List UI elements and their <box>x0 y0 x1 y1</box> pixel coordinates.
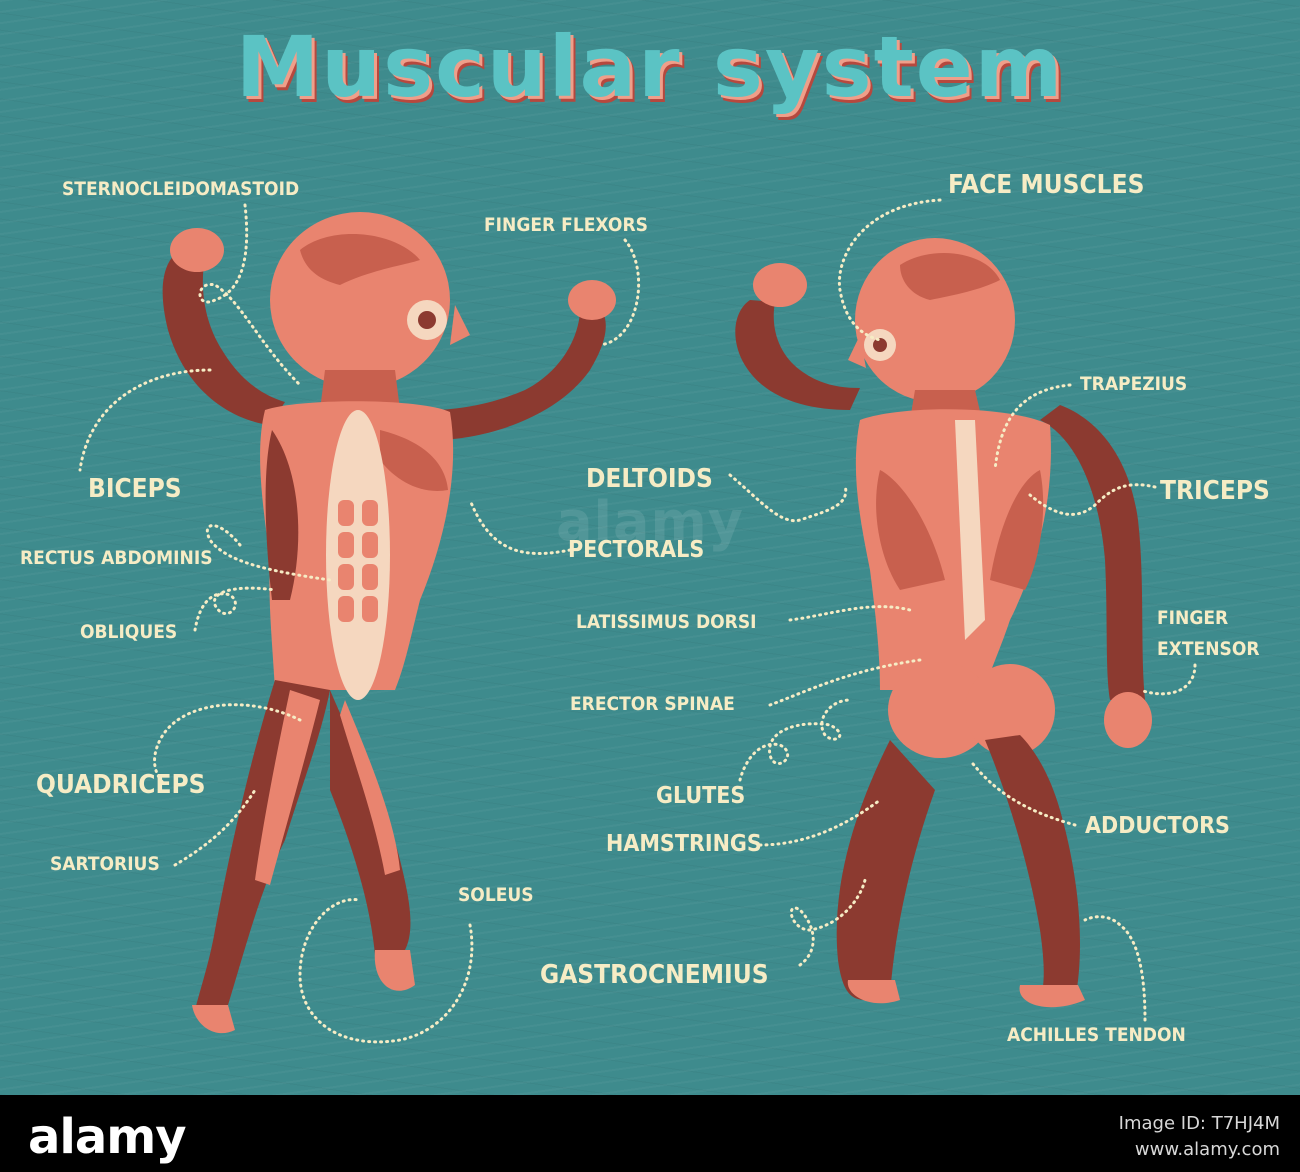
label-sternocleidomastoid: STERNOCLEIDOMASTOID <box>62 178 300 200</box>
alamy-logo[interactable]: alamy <box>28 1109 187 1165</box>
site-url[interactable]: www.alamy.com <box>1134 1139 1280 1160</box>
label-deltoids: DELTOIDS <box>586 464 713 494</box>
label-quadriceps: QUADRICEPS <box>36 770 206 800</box>
label-hamstrings: HAMSTRINGS <box>606 831 762 857</box>
label-erector-spinae: ERECTOR SPINAE <box>570 693 735 715</box>
label-pectorals: PECTORALS <box>568 537 705 563</box>
leader-lines <box>78 198 1197 1044</box>
page-title: Muscular system <box>235 18 1065 116</box>
label-trapezius: TRAPEZIUS <box>1080 373 1188 395</box>
label-extensor: EXTENSOR <box>1157 638 1260 660</box>
label-adductors: ADDUCTORS <box>1085 813 1230 839</box>
back-figure <box>735 238 1152 1008</box>
label-sartorius: SARTORIUS <box>50 853 160 875</box>
anatomy-illustration <box>78 198 1197 1044</box>
label-finger: FINGER <box>1157 607 1229 629</box>
label-finger-flexors: FINGER FLEXORS <box>484 214 648 236</box>
label-obliques: OBLIQUES <box>80 621 178 643</box>
label-latissimus-dorsi: LATISSIMUS DORSI <box>576 611 757 633</box>
label-face-muscles: FACE MUSCLES <box>948 170 1145 200</box>
watermark: alamy <box>556 490 744 553</box>
label-glutes: GLUTES <box>656 783 746 809</box>
image-id: Image ID: T7HJ4M <box>1118 1113 1280 1134</box>
label-triceps: TRICEPS <box>1160 476 1270 506</box>
label-soleus: SOLEUS <box>458 884 534 906</box>
label-rectus-abdominis: RECTUS ABDOMINIS <box>20 547 213 569</box>
label-biceps: BICEPS <box>88 474 182 504</box>
label-gastrocnemius: GASTROCNEMIUS <box>540 960 769 990</box>
front-figure <box>162 212 616 1034</box>
label-achilles-tendon: ACHILLES TENDON <box>1007 1024 1186 1046</box>
footer-bar: alamy Image ID: T7HJ4M www.alamy.com <box>0 1095 1300 1172</box>
poster-background <box>0 0 1300 1095</box>
